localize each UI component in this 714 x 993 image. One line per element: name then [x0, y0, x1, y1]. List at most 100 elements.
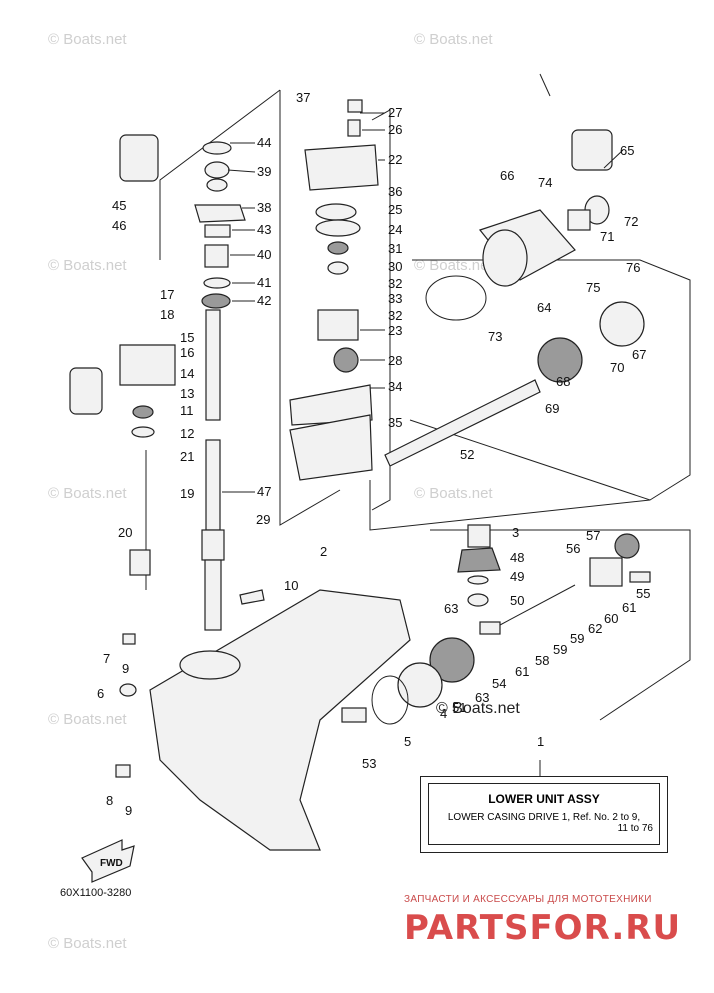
brand-logo[interactable]: PARTSFOR.RU: [404, 908, 682, 948]
seal-24: [315, 219, 361, 237]
part-label: 30: [388, 259, 402, 274]
part-label: 21: [180, 449, 194, 464]
part-label: 45: [112, 198, 126, 213]
watermark: © Boats.net: [48, 711, 127, 728]
part-number-labels: 1 2 3 4 5 6 7 8 9 9 10 11 12 13 14 15 16…: [97, 90, 650, 818]
screw-7: [122, 633, 136, 645]
part-label: 20: [118, 525, 132, 540]
part-label: 44: [257, 135, 271, 150]
pinion-48: [457, 547, 501, 573]
sealant-tube-3: [571, 129, 613, 171]
part-label: 51: [452, 700, 466, 715]
part-label: 22: [388, 152, 402, 167]
part-label: 18: [160, 307, 174, 322]
part-label: 62: [588, 621, 602, 636]
part-label: 9: [122, 661, 129, 676]
watermark: © Boats.net: [414, 257, 493, 274]
part-label: 61: [515, 664, 529, 679]
part-label: 33: [388, 291, 402, 306]
pin-55: [629, 571, 651, 583]
part-label: 39: [257, 164, 271, 179]
part-label: 50: [510, 593, 524, 608]
clutch-56: [589, 557, 623, 587]
part-label: 13: [180, 386, 194, 401]
forward-gear-set: [341, 524, 501, 725]
fwd-arrow-icon: FWD: [81, 839, 135, 883]
part-label: 14: [180, 366, 194, 381]
part-label: 37: [296, 90, 310, 105]
shift-rod-assembly: [69, 134, 176, 590]
part-label: 63: [444, 601, 458, 616]
bushing-53: [341, 707, 367, 723]
fwd-label: FWD: [100, 858, 123, 869]
part-label: 60: [604, 611, 618, 626]
part-label: 27: [388, 105, 402, 120]
clutch-assembly: [479, 533, 651, 635]
insert-23: [317, 309, 359, 341]
drive-shaft-lower: [205, 439, 221, 531]
part-label: 5: [404, 734, 411, 749]
watermarks: © Boats.net © Boats.net © Boats.net © Bo…: [48, 31, 493, 952]
info-box: LOWER UNIT ASSY LOWER CASING DRIVE 1, Re…: [428, 783, 660, 845]
part-label: 59: [553, 642, 567, 657]
seal-39: [204, 161, 230, 179]
leader-lines: [222, 73, 624, 776]
part-label: 63: [475, 690, 489, 705]
part-label: 69: [545, 401, 559, 416]
part-label: 9: [125, 803, 132, 818]
casing-top-face: [179, 650, 241, 680]
bushing-6: [119, 683, 137, 697]
part-label: 10: [284, 578, 298, 593]
watermark: © Boats.net: [48, 485, 127, 502]
bushing-43: [204, 224, 231, 238]
drive-shaft-pinion: [204, 559, 222, 631]
part-label: 19: [180, 486, 194, 501]
bearing-67: [599, 301, 645, 347]
bushing-30: [327, 261, 349, 275]
plunger-rod: [499, 584, 576, 626]
part-label: 70: [610, 360, 624, 375]
center-watermark: © Boats.net: [436, 700, 520, 717]
part-label: 28: [388, 353, 402, 368]
shift-cam: [129, 549, 151, 576]
o-ring-73: [425, 275, 487, 321]
washer-49: [467, 575, 489, 585]
bearing-4: [397, 662, 443, 708]
part-label: 43: [257, 222, 271, 237]
part-label: 34: [388, 379, 402, 394]
part-label: 48: [510, 550, 524, 565]
pump-housing-22: [304, 144, 379, 191]
part-label: 15: [180, 330, 194, 345]
watermark: © Boats.net: [48, 935, 127, 952]
part-label: 24: [388, 222, 402, 237]
info-box-frame: [420, 776, 668, 853]
watermark: © Boats.net: [414, 31, 493, 48]
part-label: 55: [636, 586, 650, 601]
gasket-25: [315, 203, 357, 221]
lower-casing-2: [149, 589, 411, 851]
seal-11: [132, 405, 154, 419]
part-label: 31: [388, 241, 402, 256]
part-label: 12: [180, 426, 194, 441]
part-label: 16: [180, 345, 194, 360]
housing-38: [194, 204, 246, 223]
prop-shaft-housing: [384, 129, 645, 467]
water-pump-assembly: [289, 99, 379, 481]
spring-57: [614, 533, 640, 559]
bearing-40: [204, 244, 229, 268]
impeller-28: [333, 347, 359, 373]
part-label: 76: [626, 260, 640, 275]
watermark: © Boats.net: [48, 31, 127, 48]
bearing-42: [201, 293, 231, 309]
part-label: 53: [362, 756, 376, 771]
part-label: 61: [622, 600, 636, 615]
cap-44: [202, 141, 232, 155]
part-label: 72: [624, 214, 638, 229]
part-label: 49: [510, 569, 524, 584]
screw-8: [115, 764, 131, 778]
housing-14: [119, 344, 176, 386]
drive-shaft-upper: [205, 309, 221, 421]
drive-shaft-assembly: [194, 141, 246, 631]
gear-51: [429, 637, 475, 683]
